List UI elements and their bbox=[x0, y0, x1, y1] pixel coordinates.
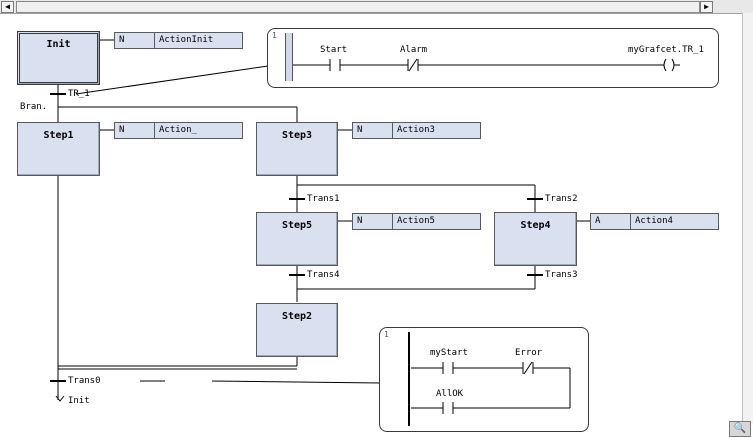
contact-label: AllOK bbox=[436, 389, 464, 399]
rung-number: 1 bbox=[384, 330, 389, 339]
horizontal-scrollbar[interactable]: ◀ ▶ bbox=[0, 0, 753, 14]
step-init[interactable]: Init bbox=[17, 31, 100, 85]
action-qualifier: N bbox=[115, 33, 155, 48]
action-qualifier: A bbox=[591, 214, 631, 229]
ladder-box-trans0[interactable]: 1 myStart Error AllOK bbox=[379, 327, 589, 432]
chevron-right-icon: ▶ bbox=[704, 2, 709, 11]
ladder-rung bbox=[411, 361, 571, 414]
step-name: Init bbox=[46, 39, 71, 50]
action-qualifier: N bbox=[353, 123, 393, 138]
ladder-rung bbox=[293, 58, 680, 72]
action-name: Action5 bbox=[397, 216, 435, 226]
action-block-init[interactable]: N ActionInit bbox=[114, 32, 243, 49]
action-name: Action4 bbox=[635, 216, 673, 226]
step-step3[interactable]: Step3 bbox=[256, 122, 338, 176]
transition-label-trans2[interactable]: Trans2 bbox=[545, 194, 578, 204]
transition-label-trans0[interactable]: Trans0 bbox=[68, 376, 101, 386]
action-block-step3[interactable]: N Action3 bbox=[352, 122, 481, 139]
jump-label[interactable]: Init bbox=[68, 396, 90, 406]
action-block-step5[interactable]: N Action5 bbox=[352, 213, 481, 230]
action-name: ActionInit bbox=[159, 35, 214, 45]
rung-number: 1 bbox=[272, 31, 277, 40]
ladder-box-tr1[interactable]: 1 Start Alarm myGrafcet.TR_1 bbox=[267, 28, 719, 88]
action-name: Action3 bbox=[397, 125, 435, 135]
transition-label-trans3[interactable]: Trans3 bbox=[545, 270, 578, 280]
contact-label: Error bbox=[515, 348, 543, 358]
coil-label: myGrafcet.TR_1 bbox=[628, 45, 704, 55]
transition-label-tr1[interactable]: TR_1 bbox=[68, 89, 90, 99]
step-step1[interactable]: Step1 bbox=[17, 122, 100, 176]
step-name: Step5 bbox=[281, 220, 313, 231]
contact-label: Start bbox=[320, 45, 348, 55]
action-block-step4[interactable]: A Action4 bbox=[590, 213, 719, 230]
power-rail bbox=[285, 33, 293, 81]
scroll-left-button[interactable]: ◀ bbox=[1, 1, 14, 13]
action-qualifier: N bbox=[115, 123, 155, 138]
step-step4[interactable]: Step4 bbox=[494, 212, 577, 266]
step-name: Step4 bbox=[520, 220, 551, 231]
step-step5[interactable]: Step5 bbox=[256, 212, 338, 266]
action-block-step1[interactable]: N Action_ bbox=[114, 122, 243, 139]
transition-label-trans4[interactable]: Trans4 bbox=[307, 270, 340, 280]
transition-label-trans1[interactable]: Trans1 bbox=[307, 194, 340, 204]
action-qualifier: N bbox=[353, 214, 393, 229]
chevron-left-icon: ◀ bbox=[5, 2, 10, 11]
step-name: Step1 bbox=[43, 130, 74, 141]
contact-label: myStart bbox=[430, 348, 468, 358]
step-name: Step2 bbox=[281, 311, 313, 322]
step-step2[interactable]: Step2 bbox=[256, 303, 338, 357]
scroll-right-button[interactable]: ▶ bbox=[700, 1, 713, 13]
action-name: Action_ bbox=[159, 125, 197, 135]
branch-label: Bran. bbox=[20, 102, 48, 112]
contact-label: Alarm bbox=[400, 45, 428, 55]
vertical-scrollbar[interactable] bbox=[742, 13, 753, 423]
scroll-thumb[interactable] bbox=[16, 1, 700, 13]
step-name: Step3 bbox=[281, 130, 313, 141]
power-rail bbox=[408, 332, 410, 426]
